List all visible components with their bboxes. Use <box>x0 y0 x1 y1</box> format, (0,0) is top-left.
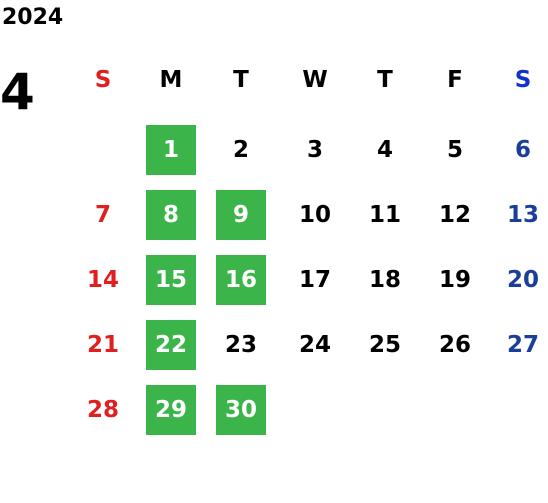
day-cell: 3 <box>306 137 323 163</box>
year-label: 2024 <box>2 5 64 30</box>
weekday-wednesday: W <box>302 67 328 93</box>
highlighted-day-cell: 22 <box>146 320 196 370</box>
highlighted-day-cell: 15 <box>146 255 196 305</box>
day-cell: 6 <box>514 137 531 163</box>
day-cell: 14 <box>86 267 119 293</box>
weekday-saturday: S <box>514 67 532 93</box>
highlighted-day-cell: 1 <box>146 125 196 175</box>
month-number: 4 <box>0 63 35 121</box>
day-cell: 27 <box>506 332 539 358</box>
day-cell: 10 <box>298 202 331 228</box>
highlighted-day-cell: 29 <box>146 385 196 435</box>
day-cell: 7 <box>94 202 111 228</box>
day-cell: 11 <box>368 202 401 228</box>
highlighted-day-cell: 30 <box>216 385 266 435</box>
day-cell: 12 <box>438 202 471 228</box>
day-cell: 19 <box>438 267 471 293</box>
day-cell: 13 <box>506 202 539 228</box>
week-row: 1 2 3 4 5 6 <box>0 125 548 175</box>
day-cell: 28 <box>86 397 119 423</box>
highlighted-day-cell: 8 <box>146 190 196 240</box>
day-cell: 26 <box>438 332 471 358</box>
day-cell: 2 <box>232 137 249 163</box>
highlighted-day-cell: 9 <box>216 190 266 240</box>
day-cell: 21 <box>86 332 119 358</box>
day-cell: 20 <box>506 267 539 293</box>
weekday-sunday: S <box>94 67 112 93</box>
week-row: 21 22 23 24 25 26 27 <box>0 320 548 370</box>
day-cell: 24 <box>298 332 331 358</box>
weekday-thursday: T <box>377 67 393 93</box>
day-cell: 23 <box>224 332 257 358</box>
highlighted-day-cell: 16 <box>216 255 266 305</box>
week-row: 28 29 30 <box>0 385 548 435</box>
day-cell: 18 <box>368 267 401 293</box>
day-cell: 25 <box>368 332 401 358</box>
week-row: 14 15 16 17 18 19 20 <box>0 255 548 305</box>
weekday-header: S M T W T F S <box>0 55 548 105</box>
day-cell: 4 <box>376 137 393 163</box>
day-cell: 17 <box>298 267 331 293</box>
weekday-tuesday: T <box>233 67 249 93</box>
weekday-monday: M <box>159 67 183 93</box>
weekday-friday: F <box>447 67 463 93</box>
day-cell: 5 <box>446 137 463 163</box>
